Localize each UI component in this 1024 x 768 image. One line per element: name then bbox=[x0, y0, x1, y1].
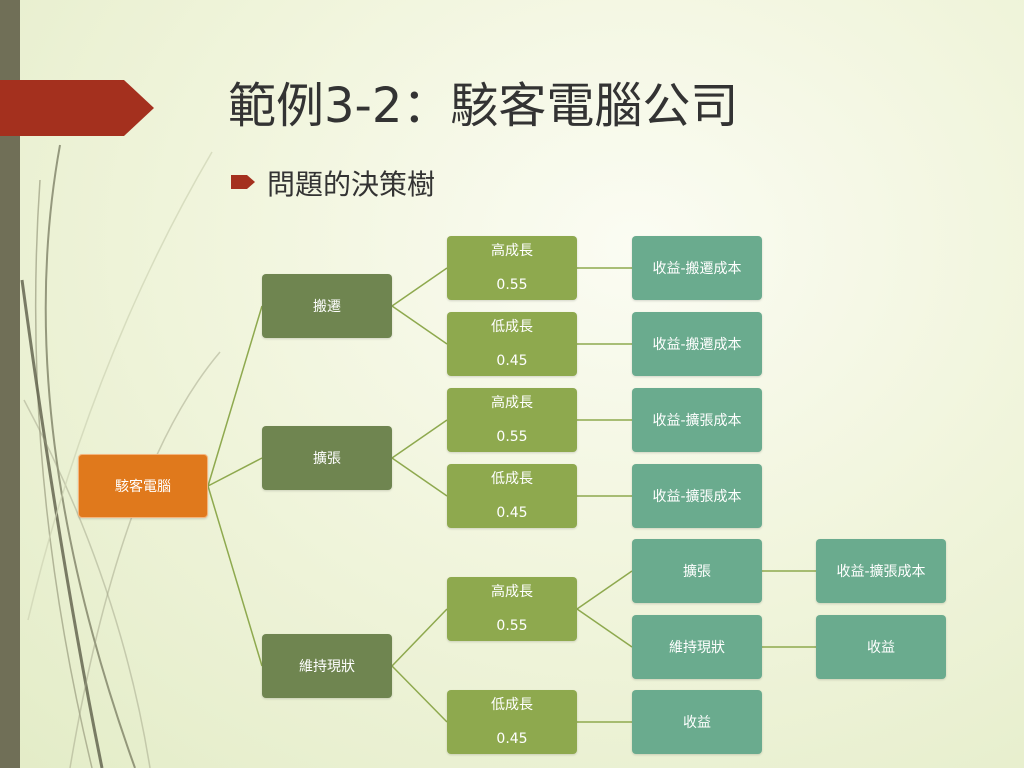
node-result-label: 收益-搬遷成本 bbox=[652, 337, 742, 353]
node-result-label: 收益-擴張成本 bbox=[652, 489, 742, 505]
edge-root-expand bbox=[207, 457, 263, 487]
edge-root-relocate bbox=[207, 305, 263, 487]
edge-status-quo-low bbox=[391, 665, 448, 723]
node-label: 低成長 bbox=[491, 319, 533, 335]
edge-root-status-quo bbox=[207, 485, 263, 667]
edge-status-quo-high bbox=[391, 608, 448, 667]
node-relocate-low-result: 收益-搬遷成本 bbox=[632, 312, 762, 376]
node-status-quo-final-result: 收益 bbox=[816, 615, 946, 679]
node-root: 駭客電腦 bbox=[78, 454, 208, 518]
edge-relocate-low bbox=[391, 305, 448, 345]
node-expand-low-growth: 低成長 0.45 bbox=[447, 464, 577, 528]
node-decision-label: 維持現狀 bbox=[669, 640, 725, 656]
node-result-label: 收益-搬遷成本 bbox=[652, 261, 742, 277]
node-result-label: 收益 bbox=[683, 715, 711, 731]
node-label: 高成長 bbox=[491, 395, 533, 411]
edge-high-to-expand bbox=[576, 570, 633, 610]
bullet-text: 問題的決策樹 bbox=[267, 168, 436, 201]
node-probability: 0.45 bbox=[496, 731, 528, 747]
node-label: 高成長 bbox=[491, 584, 533, 600]
node-probability: 0.55 bbox=[496, 277, 528, 293]
node-status-quo-label: 維持現狀 bbox=[299, 659, 355, 675]
node-relocate-high-result: 收益-搬遷成本 bbox=[632, 236, 762, 300]
node-status-quo: 維持現狀 bbox=[262, 634, 392, 698]
node-expand-label: 擴張 bbox=[313, 451, 341, 467]
node-status-quo-low-result: 收益 bbox=[632, 690, 762, 754]
node-result-label: 收益-擴張成本 bbox=[836, 564, 926, 580]
node-status-quo-low-growth: 低成長 0.45 bbox=[447, 690, 577, 754]
node-probability: 0.45 bbox=[496, 505, 528, 521]
node-probability: 0.55 bbox=[496, 429, 528, 445]
edge-expand-low bbox=[391, 457, 448, 497]
node-relocate-label: 搬遷 bbox=[313, 299, 341, 315]
edge-high-to-status-quo bbox=[576, 608, 633, 648]
node-high-growth-status-quo: 維持現狀 bbox=[632, 615, 762, 679]
node-root-label: 駭客電腦 bbox=[115, 479, 171, 495]
node-probability: 0.45 bbox=[496, 353, 528, 369]
title-arrow-icon bbox=[0, 80, 154, 136]
node-high-growth-expand: 擴張 bbox=[632, 539, 762, 603]
node-result-label: 收益 bbox=[867, 640, 895, 656]
node-status-quo-high-growth: 高成長 0.55 bbox=[447, 577, 577, 641]
node-expand: 擴張 bbox=[262, 426, 392, 490]
edge-expand-high bbox=[391, 419, 448, 459]
node-expand-high-result: 收益-擴張成本 bbox=[632, 388, 762, 452]
node-expand-final-result: 收益-擴張成本 bbox=[816, 539, 946, 603]
node-result-label: 收益-擴張成本 bbox=[652, 413, 742, 429]
node-label: 低成長 bbox=[491, 471, 533, 487]
node-decision-label: 擴張 bbox=[683, 564, 711, 580]
bullet-item: 問題的決策樹 bbox=[231, 166, 435, 204]
node-relocate: 搬遷 bbox=[262, 274, 392, 338]
node-label: 高成長 bbox=[491, 243, 533, 259]
node-label: 低成長 bbox=[491, 697, 533, 713]
edge-relocate-high bbox=[391, 267, 448, 307]
left-accent-bar bbox=[0, 0, 20, 768]
bullet-arrow-icon bbox=[231, 175, 255, 189]
node-probability: 0.55 bbox=[496, 618, 528, 634]
node-relocate-low-growth: 低成長 0.45 bbox=[447, 312, 577, 376]
slide-title: 範例3-2：駭客電腦公司 bbox=[228, 78, 739, 134]
node-expand-low-result: 收益-擴張成本 bbox=[632, 464, 762, 528]
node-relocate-high-growth: 高成長 0.55 bbox=[447, 236, 577, 300]
node-expand-high-growth: 高成長 0.55 bbox=[447, 388, 577, 452]
